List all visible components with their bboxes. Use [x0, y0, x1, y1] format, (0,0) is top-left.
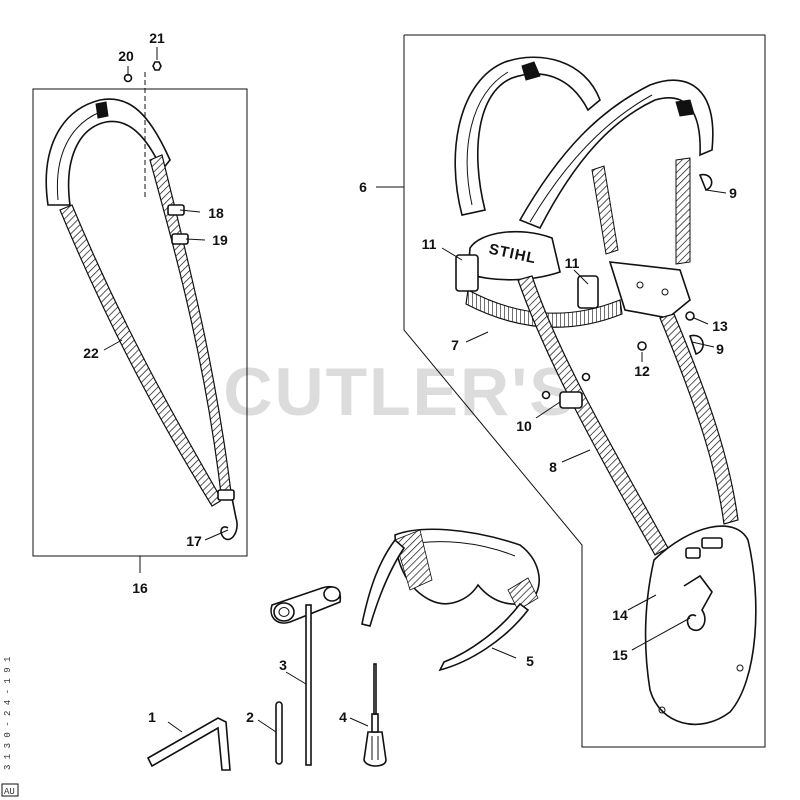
callout-21: 21: [149, 30, 165, 46]
callout-6: 6: [359, 179, 367, 195]
callout-3: 3: [279, 657, 287, 673]
callout-22: 22: [83, 345, 99, 361]
callout-2: 2: [246, 709, 254, 725]
callout-13: 13: [712, 318, 728, 334]
callout-20: 20: [118, 48, 134, 64]
callout-16: 16: [132, 580, 148, 596]
callout-10: 10: [516, 418, 532, 434]
callout-8: 8: [549, 459, 557, 475]
corner-tag-box: [1, 783, 19, 797]
callout-17: 17: [186, 533, 202, 549]
callout-11a: 11: [422, 236, 437, 252]
corner-tag: AU: [4, 787, 15, 797]
shoulder-strap-assembly: [32, 47, 248, 573]
drawing-code: 3 1 3 0 - 2 4 - 1 9 1: [3, 657, 13, 770]
callout-7: 7: [451, 337, 459, 353]
callout-18: 18: [208, 205, 224, 221]
callout-12: 12: [634, 363, 650, 379]
callout-5: 5: [526, 653, 534, 669]
callout-11b: 11: [565, 255, 580, 271]
pin: [257, 701, 283, 765]
combination-wrench: [270, 586, 342, 766]
harness-panel-frame: [403, 34, 766, 748]
hex-key: [146, 717, 231, 771]
full-harness-assembly: STIHL: [376, 34, 766, 748]
screwdriver: [349, 663, 387, 767]
callout-4: 4: [339, 709, 347, 725]
callout-14: 14: [612, 607, 628, 623]
callout-9b: 9: [716, 341, 724, 357]
callout-9a: 9: [729, 185, 737, 201]
watermark: CUTLER'S: [223, 354, 576, 430]
callout-1: 1: [148, 709, 156, 725]
shoulder-pad: [45, 98, 171, 206]
callout-15: 15: [612, 647, 628, 663]
safety-glasses: [361, 528, 540, 672]
callout-19: 19: [212, 232, 228, 248]
